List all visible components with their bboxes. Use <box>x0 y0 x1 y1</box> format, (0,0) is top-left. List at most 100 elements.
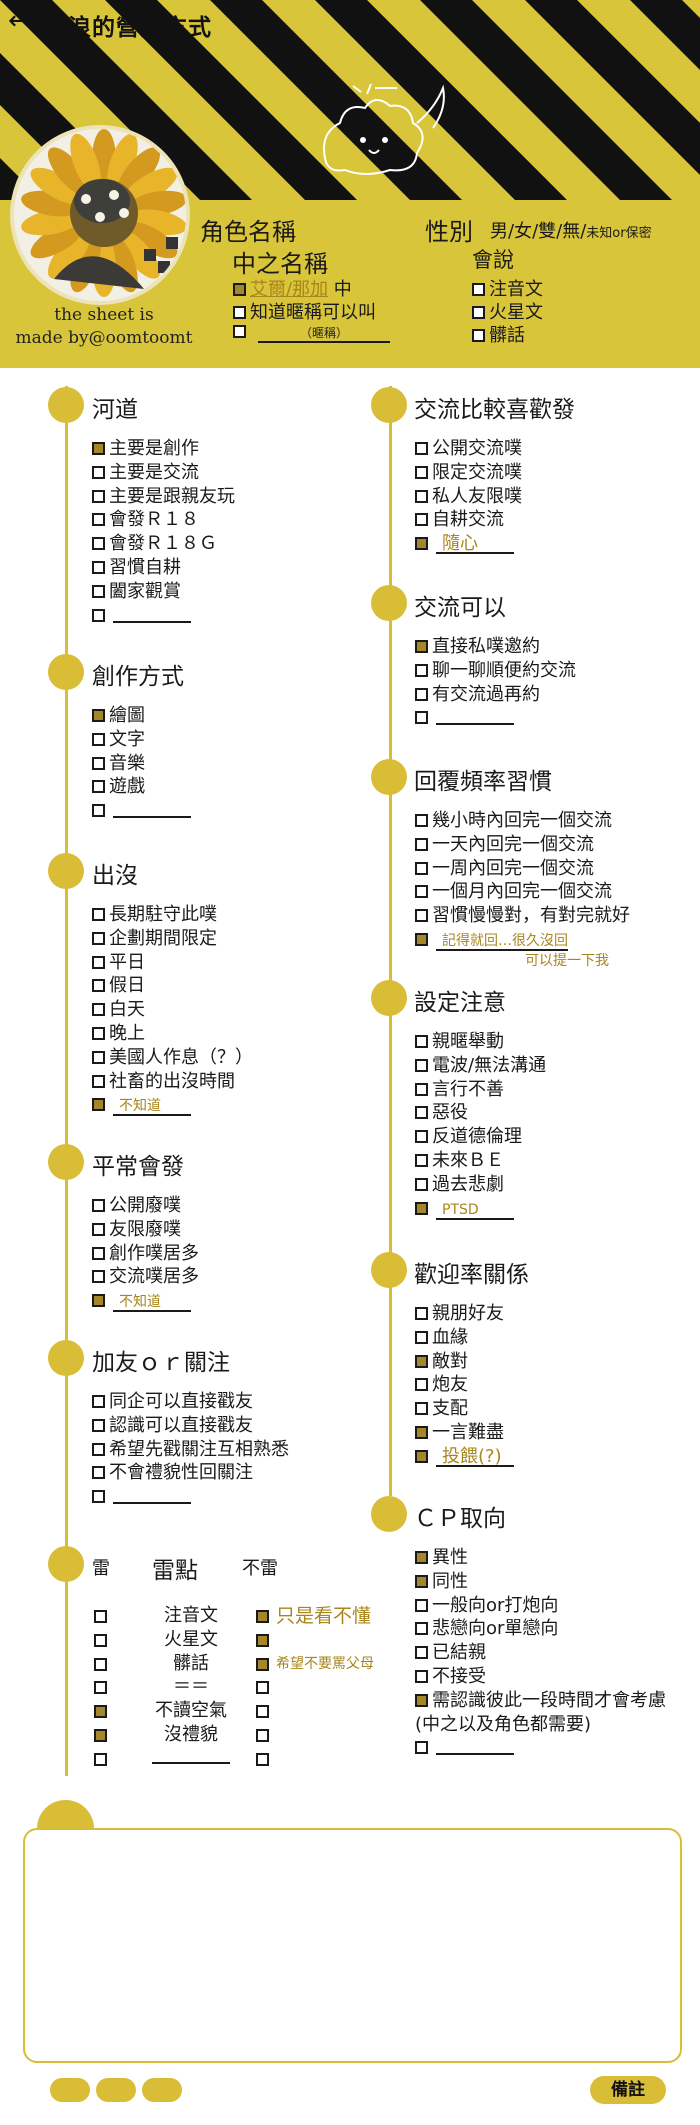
option-item[interactable]: 同性 <box>415 1570 666 1594</box>
option-item[interactable]: 主要是創作 <box>92 437 235 461</box>
option-checkbox[interactable] <box>92 442 105 455</box>
blank-line[interactable] <box>113 609 191 623</box>
option-item[interactable]: 會發Ｒ１８Ｇ <box>92 532 235 556</box>
speak-checkbox[interactable] <box>472 306 485 319</box>
option-item[interactable]: 假日 <box>92 974 253 998</box>
option-checkbox[interactable] <box>92 1222 105 1236</box>
lei-ok-checkbox[interactable] <box>256 1657 269 1671</box>
option-item[interactable]: 音樂 <box>92 752 191 776</box>
option-checkbox[interactable] <box>92 908 105 921</box>
option-item[interactable]: 支配 <box>415 1397 514 1421</box>
option-checkbox[interactable] <box>415 1330 428 1344</box>
option-checkbox[interactable] <box>415 1378 428 1392</box>
option-checkbox[interactable] <box>92 1199 105 1212</box>
memo-button[interactable]: 備註 <box>590 2076 666 2104</box>
lei-ok-checkbox[interactable] <box>256 1729 269 1742</box>
option-item[interactable]: 聊一聊順便約交流 <box>415 659 576 683</box>
option-item[interactable]: 一般向or打炮向 <box>415 1594 666 1618</box>
option-checkbox[interactable] <box>415 1177 428 1191</box>
option-checkbox[interactable] <box>415 537 428 551</box>
lei-ok-checkbox[interactable] <box>256 1633 269 1647</box>
option-item[interactable]: 主要是跟親友玩 <box>92 485 235 509</box>
option-checkbox[interactable] <box>415 909 428 923</box>
blank-line[interactable] <box>436 711 514 726</box>
option-item[interactable]: 平日 <box>92 951 253 975</box>
option-item[interactable]: 闔家觀賞 <box>92 580 235 604</box>
option-checkbox[interactable] <box>415 1646 428 1660</box>
option-item[interactable]: 記得就回…很久沒回 <box>415 928 630 952</box>
lei-dislike-checkbox[interactable] <box>94 1633 107 1647</box>
option-item[interactable]: 企劃期間限定 <box>92 927 253 951</box>
option-checkbox[interactable] <box>92 931 105 945</box>
option-checkbox[interactable] <box>92 1418 105 1432</box>
option-item[interactable]: 長期駐守此噗 <box>92 903 253 927</box>
option-item[interactable]: 不會禮貌性回關注 <box>92 1461 289 1485</box>
option-checkbox[interactable] <box>92 537 105 551</box>
option-item[interactable]: 遊戲 <box>92 775 191 799</box>
option-checkbox[interactable] <box>415 1201 428 1215</box>
filled-answer[interactable]: 不知道 <box>113 1098 191 1117</box>
option-item[interactable]: 有交流過再約 <box>415 683 576 707</box>
option-item[interactable]: 不知道 <box>92 1093 253 1117</box>
blank-line[interactable] <box>113 1490 191 1505</box>
option-item[interactable]: 文字 <box>92 728 191 752</box>
option-checkbox[interactable] <box>92 979 105 993</box>
option-checkbox[interactable] <box>92 732 105 746</box>
filled-answer[interactable]: PTSD <box>436 1202 514 1220</box>
option-item[interactable]: 自耕交流 <box>415 508 522 532</box>
option-checkbox[interactable] <box>92 1246 105 1260</box>
option-item[interactable]: 投餵(?) <box>415 1445 514 1469</box>
option-item[interactable]: 言行不善 <box>415 1078 546 1102</box>
option-item[interactable]: 晚上 <box>92 1022 253 1046</box>
option-item[interactable]: 同企可以直接戳友 <box>92 1390 289 1414</box>
option-checkbox[interactable] <box>415 1449 428 1463</box>
option-item[interactable] <box>415 706 576 730</box>
option-item[interactable]: 炮友 <box>415 1373 514 1397</box>
option-checkbox[interactable] <box>415 861 428 875</box>
option-checkbox[interactable] <box>92 780 105 794</box>
option-item[interactable]: 反道德倫理 <box>415 1125 546 1149</box>
lei-dislike-checkbox[interactable] <box>94 1752 107 1766</box>
option-checkbox[interactable] <box>92 1098 105 1112</box>
option-checkbox[interactable] <box>415 1354 428 1368</box>
option-checkbox[interactable] <box>92 1003 105 1017</box>
option-item[interactable]: 直接私噗邀約 <box>415 635 576 659</box>
inner-name-checkbox[interactable] <box>233 325 246 338</box>
option-checkbox[interactable] <box>92 1490 105 1504</box>
blank-line[interactable] <box>113 804 191 819</box>
option-checkbox[interactable] <box>92 1466 105 1480</box>
option-checkbox[interactable] <box>415 442 428 455</box>
lei-ok-checkbox[interactable] <box>256 1705 269 1719</box>
lei-dislike-checkbox[interactable] <box>94 1610 107 1623</box>
option-item[interactable]: 限定交流噗 <box>415 461 522 485</box>
option-item[interactable]: 一周內回完一個交流 <box>415 857 630 881</box>
option-item[interactable]: 一天內回完一個交流 <box>415 833 630 857</box>
option-checkbox[interactable] <box>415 837 428 851</box>
speak-checkbox[interactable] <box>472 329 485 342</box>
option-checkbox[interactable] <box>415 1035 428 1048</box>
option-checkbox[interactable] <box>92 1395 105 1408</box>
option-checkbox[interactable] <box>92 1294 105 1308</box>
option-checkbox[interactable] <box>415 885 428 899</box>
option-item[interactable]: 需認識彼此一段時間才會考慮 <box>415 1689 666 1713</box>
option-checkbox[interactable] <box>415 814 428 827</box>
filled-answer[interactable]: 投餵(?) <box>436 1447 514 1467</box>
option-checkbox[interactable] <box>415 1425 428 1439</box>
option-item[interactable]: (中之以及角色都需要) <box>415 1713 666 1737</box>
option-item[interactable] <box>92 604 235 628</box>
note-box[interactable] <box>23 1828 682 2063</box>
filled-answer[interactable]: 隨心 <box>436 535 514 555</box>
option-item[interactable] <box>92 799 191 823</box>
option-item[interactable]: 希望先戳關注互相熟悉 <box>92 1438 289 1462</box>
option-item[interactable]: 親朋好友 <box>415 1302 514 1326</box>
option-checkbox[interactable] <box>92 489 105 503</box>
option-checkbox[interactable] <box>92 1026 105 1040</box>
option-checkbox[interactable] <box>415 489 428 503</box>
option-checkbox[interactable] <box>415 687 428 701</box>
option-item[interactable]: 不接受 <box>415 1665 666 1689</box>
option-item[interactable]: 美國人作息（？） <box>92 1046 253 1070</box>
inner-name-checkbox[interactable] <box>233 283 246 296</box>
lei-ok-checkbox[interactable] <box>256 1610 269 1623</box>
option-checkbox[interactable] <box>415 1153 428 1167</box>
footer-pill-3[interactable] <box>142 2078 182 2102</box>
